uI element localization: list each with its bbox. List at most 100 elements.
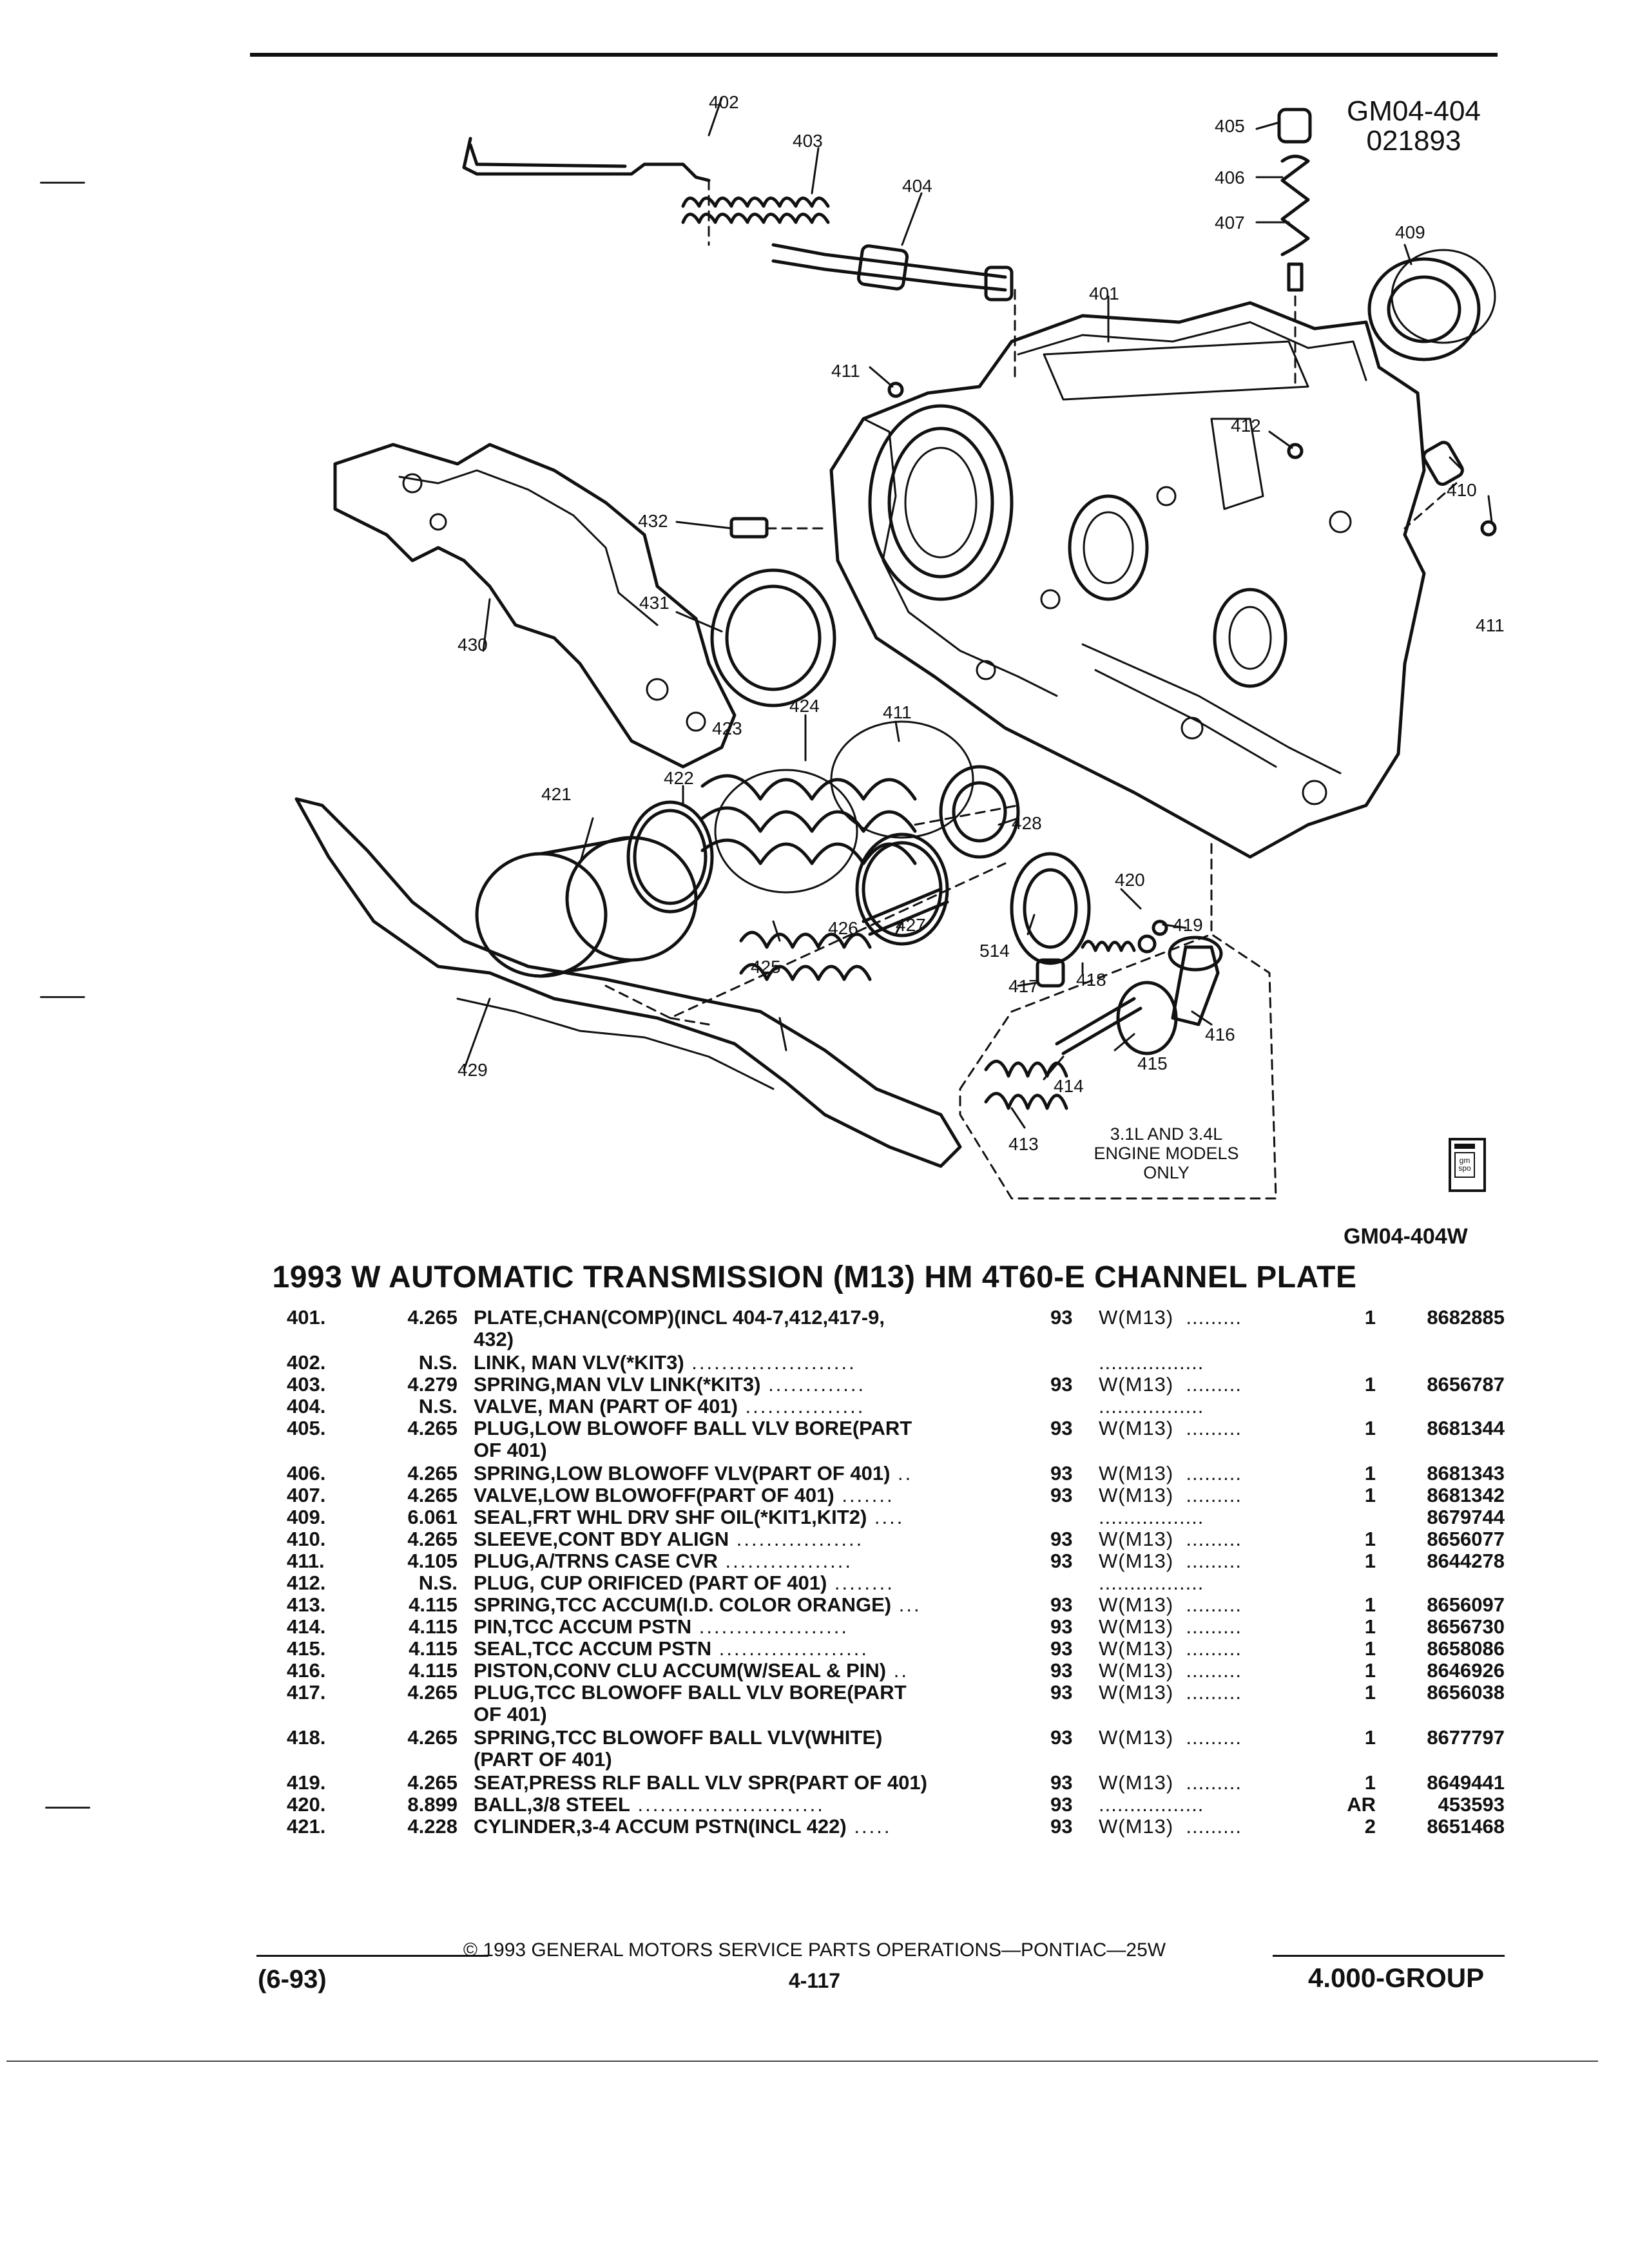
footer-group: 4.000-GROUP [1308,1963,1485,1993]
leader-dots: .. [890,1462,913,1485]
part-description: SPRING,MAN VLV LINK(*KIT3) ............. [474,1374,1002,1396]
gm-part-number: 8644278 [1427,1550,1505,1572]
gm-part-number: 8681342 [1427,1484,1505,1506]
model-year: 93 [1050,1637,1073,1660]
part-description: SEAL,TCC ACCUM PSTN .................... [474,1638,1002,1660]
part-name: SPRING [474,1593,550,1616]
figure-code-line1: GM04-404 [1347,95,1481,127]
parts-row: 404.N.S.VALVE, MAN (PART OF 401) .......… [0,1396,1629,1418]
group-number: 4.265 [407,1484,458,1506]
part-description: VALVE, MAN (PART OF 401) ...............… [474,1396,1002,1418]
part-detail: ,LOW BLOWOFF(PART OF 401) [537,1484,834,1506]
part-description: SPRING,TCC BLOWOFF BALL VLV(WHITE)(PART … [474,1727,1002,1771]
callout-label: 418 [1076,970,1106,990]
callout-label: 411 [1476,615,1505,635]
leader-dots: ........ [827,1571,894,1594]
part-name: LINK [474,1351,521,1374]
gm-part-number: 8656730 [1427,1615,1505,1638]
callout-label: 417 [1008,976,1039,996]
part-detail: ,FRT WHL DRV SHF OIL(*KIT1,KIT2) [526,1506,867,1528]
callout-label: 415 [1137,1053,1168,1073]
part-number: 418. [287,1726,326,1749]
part-number: 410. [287,1528,326,1550]
part-detail: ,CONV CLU ACCUM(W/SEAL & PIN) [547,1659,887,1682]
quantity: 1 [1364,1550,1376,1572]
model-year: 93 [1050,1659,1073,1682]
engine-models-note: 3.1L AND 3.4L ENGINE MODELS ONLY [1057,1124,1276,1182]
model-year: 93 [1050,1815,1073,1838]
group-number: 8.899 [407,1793,458,1816]
part-name: PLUG [474,1681,530,1704]
model-code: W(M13) ......... [1099,1484,1242,1506]
group-number: 4.265 [407,1306,458,1329]
part-number: 406. [287,1462,326,1485]
part-description: LINK, MAN VLV(*KIT3) ...................… [474,1352,1002,1374]
callout-label: 413 [1008,1134,1039,1154]
callout-label: 404 [902,176,932,196]
gm-part-number: 8682885 [1427,1306,1505,1329]
quantity: 1 [1364,1593,1376,1616]
part-detail: , CUP ORIFICED (PART OF 401) [529,1571,827,1594]
part-description: PLUG, CUP ORIFICED (PART OF 401) .......… [474,1572,1002,1594]
part-description: SLEEVE,CONT BDY ALIGN ................. [474,1528,1002,1550]
part-number: 412. [287,1571,326,1594]
footer-page-number: 4-117 [788,1969,841,1992]
quantity: 1 [1364,1306,1376,1329]
model-year: 93 [1050,1528,1073,1550]
group-number: 4.105 [407,1550,458,1572]
callout-label: 423 [712,718,742,738]
footer-copyright: © 1993 GENERAL MOTORS SERVICE PARTS OPER… [463,1939,1166,1961]
parts-row: 401. 4.265 PLATE,CHAN(COMP)(INCL 404-7,412… [0,1307,1629,1352]
model-code: W(M13) ......... [1099,1681,1242,1704]
model-year: 93 [1050,1771,1073,1794]
callout-label: 427 [896,915,926,935]
part-description: PLATE,CHAN(COMP)(INCL 404-7,412,417-9,43… [474,1307,1002,1350]
leader-dots: .................... [691,1615,849,1638]
model-year: 93 [1050,1484,1073,1506]
leader-dots: ... [891,1593,921,1616]
quantity: 2 [1364,1815,1376,1838]
gm-part-number: 8656097 [1427,1593,1505,1616]
part-number: 415. [287,1637,326,1660]
model-year: 93 [1050,1726,1073,1749]
model-code: W(M13) ......... [1099,1615,1242,1638]
part-detail: ,TCC ACCUM PSTN [506,1615,692,1638]
part-number: 421. [287,1815,326,1838]
model-code: W(M13) ......... [1099,1659,1242,1682]
group-number: 4.115 [409,1637,458,1660]
part-name: PLUG [474,1550,530,1572]
parts-row: 412.N.S.PLUG, CUP ORIFICED (PART OF 401)… [0,1572,1629,1594]
leader-dots: ...................... [684,1351,856,1374]
group-number: 4.115 [409,1659,458,1682]
part-number: 401. [287,1306,326,1329]
gm-spo-logo: gm spo [1449,1138,1486,1192]
part-detail: ,TCC BLOWOFF BALL VLV(WHITE) [550,1726,883,1749]
group-number: 4.265 [407,1771,458,1794]
part-name: SPRING [474,1373,550,1396]
model-code: W(M13) ......... [1099,1528,1242,1550]
part-number: 403. [287,1373,326,1396]
model-code: ................. [1099,1793,1204,1816]
leader-dots: ....... [834,1484,894,1506]
part-number: 404. [287,1395,326,1418]
part-detail: ,PRESS RLF BALL VLV SPR(PART OF 401) [523,1771,927,1794]
part-name: PLATE [474,1306,538,1329]
part-description: SEAT,PRESS RLF BALL VLV SPR(PART OF 401) [474,1772,1002,1794]
part-number: 405. [287,1417,326,1439]
part-name: SLEEVE [474,1528,553,1550]
gm-part-number: 8656077 [1427,1528,1505,1550]
part-name: SPRING [474,1726,550,1749]
part-description: SPRING,LOW BLOWOFF VLV(PART OF 401) .. [474,1463,1002,1485]
part-name: SEAL [474,1506,527,1528]
callout-label: 402 [709,92,739,112]
group-number: 4.265 [407,1726,458,1749]
part-number: 411. [287,1550,325,1572]
group-number: 4.115 [409,1615,458,1638]
